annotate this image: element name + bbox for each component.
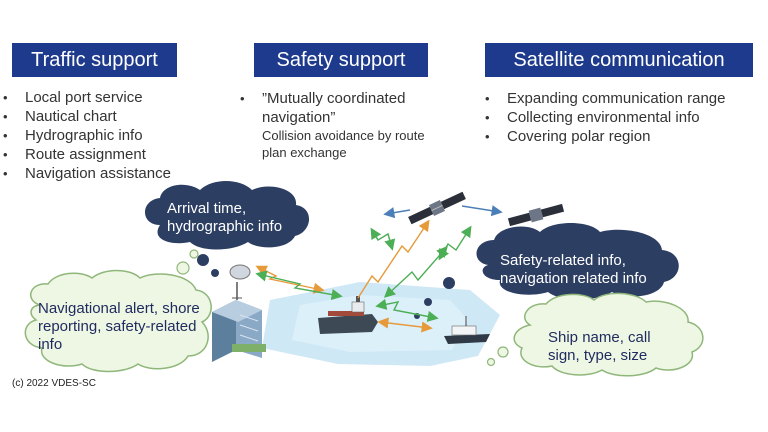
list-item: Hydrographic info	[3, 126, 223, 145]
communication-links	[255, 205, 503, 333]
traffic-support-title: Traffic support	[12, 43, 177, 77]
list-item: Collecting environmental info	[485, 108, 765, 127]
cloud-arrival-time-text: Arrival time, hydrographic info	[167, 200, 283, 235]
cloud-ship-info	[486, 292, 704, 377]
satellite-communication-list: Expanding communication range Collecting…	[485, 89, 765, 146]
cloud-arrival-time	[145, 181, 310, 277]
list-item: ”Mutually coordinated navigation” Collis…	[240, 89, 450, 161]
cloud-navigational-alert-text: Navigational alert, shore reporting, saf…	[38, 300, 200, 353]
cloud-ship-info-text: Ship name, call sign, type, size	[548, 329, 651, 364]
small-vessel-icon	[444, 316, 490, 344]
safety-support-list: ”Mutually coordinated navigation” Collis…	[240, 89, 450, 161]
satellite-icon	[408, 191, 466, 225]
satellite-icon	[507, 203, 565, 227]
list-item: Navigation assistance	[3, 164, 223, 183]
safety-support-title: Safety support	[254, 43, 428, 77]
copyright-notice: (c) 2022 VDES-SC	[12, 378, 96, 389]
safety-item-note: Collision avoidance by route plan exchan…	[262, 128, 425, 160]
shore-station-icon	[212, 264, 266, 362]
ship-icon	[318, 296, 378, 334]
satellite-communication-title: Satellite communication	[485, 43, 753, 77]
list-item: Expanding communication range	[485, 89, 765, 108]
sea-area	[262, 282, 500, 366]
list-item: Route assignment	[3, 145, 223, 164]
list-item: Local port service	[3, 88, 223, 107]
safety-item-text: ”Mutually coordinated navigation”	[262, 90, 406, 126]
list-item: Nautical chart	[3, 107, 223, 126]
cloud-navigational-alert	[24, 249, 212, 373]
cloud-safety-related-text: Safety-related info, navigation related …	[500, 252, 647, 287]
traffic-support-list: Local port service Nautical chart Hydrog…	[3, 88, 223, 183]
list-item: Covering polar region	[485, 127, 765, 146]
